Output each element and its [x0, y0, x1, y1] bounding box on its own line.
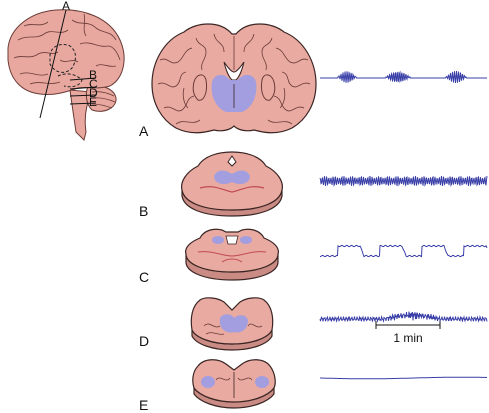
cut-label-c: C — [89, 77, 98, 91]
section-e-medulla: E — [139, 359, 276, 413]
section-d-medulla: D — [139, 297, 274, 351]
cut-line-a — [39, 9, 67, 119]
section-b-pons: B — [139, 151, 283, 219]
cut-label-a: A — [62, 0, 70, 13]
section-a-coronal: A — [139, 23, 317, 139]
trace-e — [320, 376, 487, 380]
lesion-b — [214, 170, 250, 184]
section-label-a: A — [139, 123, 149, 139]
lesion-c-left — [212, 236, 224, 244]
scale-bar: 1 min — [375, 321, 441, 345]
brainstem-outline — [57, 73, 83, 88]
trace-d — [319, 311, 488, 323]
cut-line-c — [69, 86, 97, 90]
cut-label-b: B — [89, 68, 97, 82]
trace-a — [320, 70, 487, 84]
cut-line-e — [69, 102, 97, 105]
traces — [319, 70, 488, 380]
trace-c — [320, 244, 488, 258]
cut-line-b — [69, 77, 97, 81]
lateral-brain-view: A B C D E — [7, 0, 125, 141]
cerebrum — [7, 9, 125, 95]
scale-bar-label: 1 min — [393, 331, 422, 345]
ventricle-c — [225, 235, 239, 245]
lesion-c-right — [240, 236, 252, 244]
lateral-ventricles — [223, 61, 245, 81]
fourth-ventricle — [227, 155, 237, 167]
section-label-c: C — [139, 269, 149, 285]
basal-ganglia-right — [261, 74, 276, 101]
section-label-e: E — [139, 397, 148, 413]
lesion-e-right — [255, 376, 269, 388]
deep-structure-outline — [49, 43, 76, 73]
lesion-e-left — [201, 376, 215, 388]
section-label-d: D — [139, 333, 149, 349]
cut-label-e: E — [89, 95, 97, 109]
cut-label-d: D — [89, 86, 98, 100]
lesion-d — [219, 314, 248, 333]
cut-line-d — [69, 94, 97, 97]
section-label-b: B — [139, 203, 148, 219]
section-c-top — [185, 228, 279, 273]
section-c-medulla: C — [139, 228, 279, 285]
trace-b — [319, 175, 488, 188]
basal-ganglia-left — [192, 74, 207, 101]
